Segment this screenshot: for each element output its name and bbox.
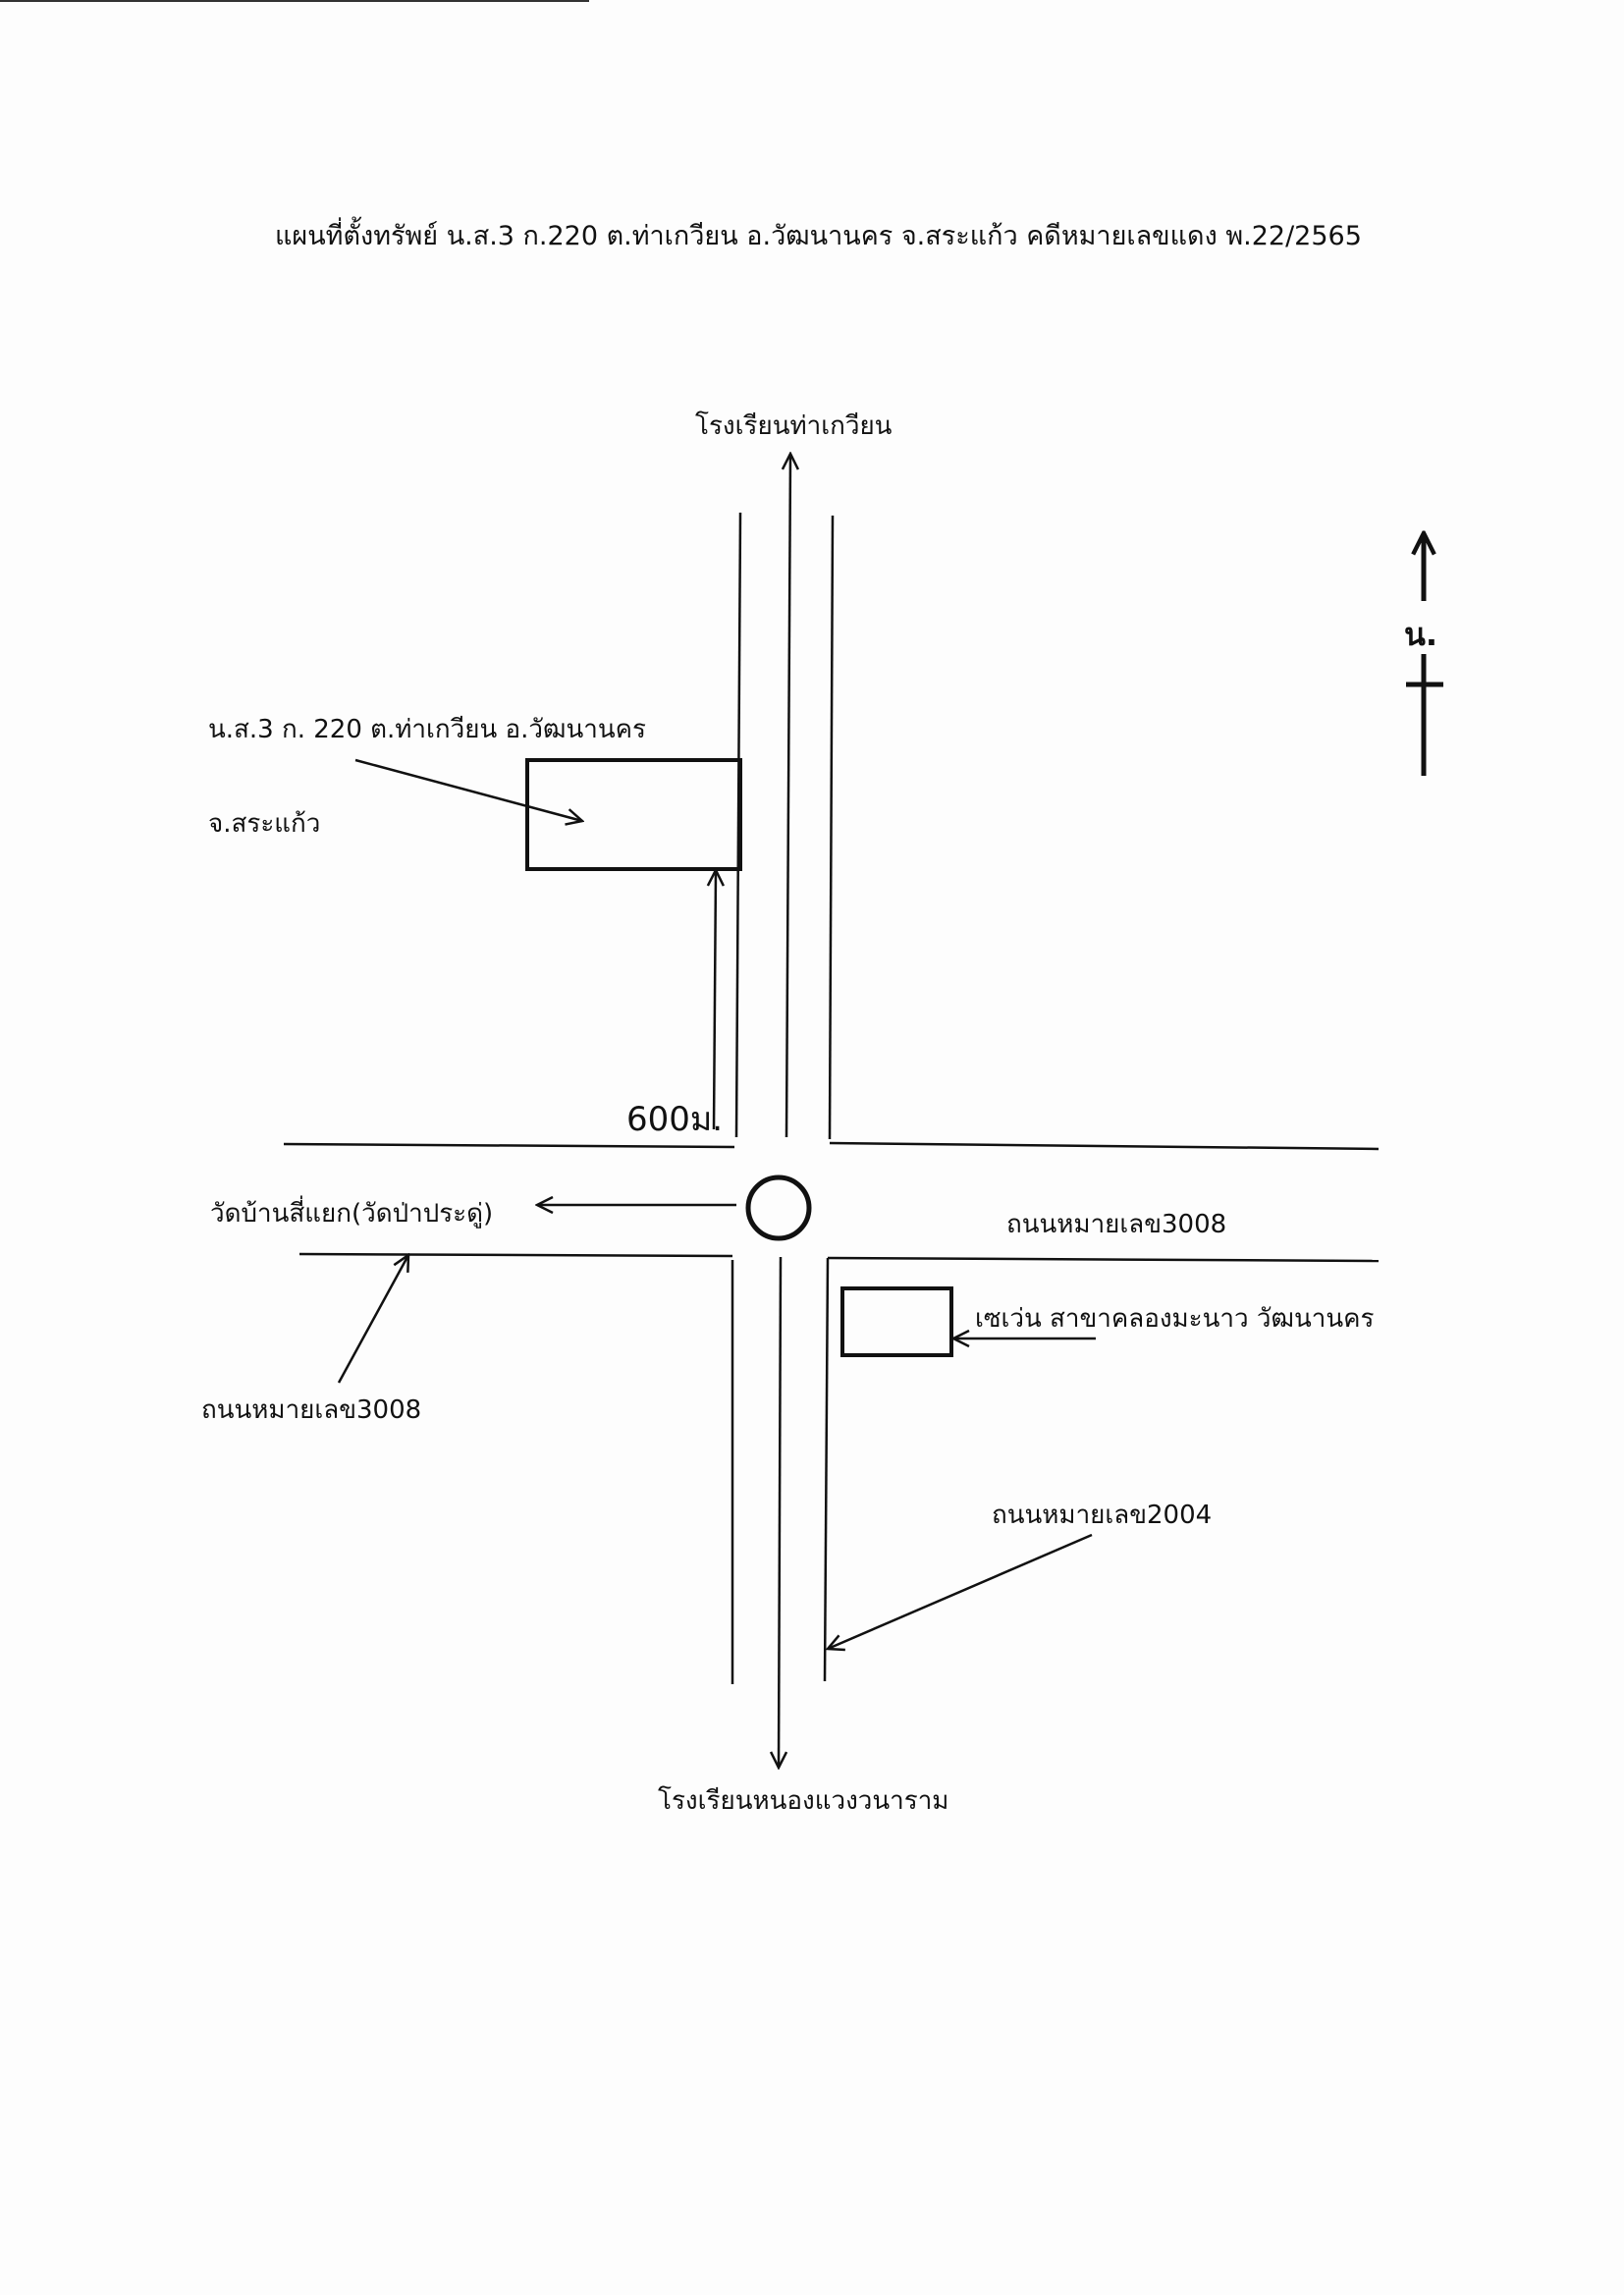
distance-arrow	[714, 870, 716, 1130]
road-east-north-edge	[829, 1141, 1380, 1151]
scan-edge	[0, 0, 589, 2]
north-indicator-label: น.	[1404, 616, 1438, 653]
road-north-east-edge	[828, 515, 835, 1140]
arrow-to-south-school	[779, 1256, 781, 1768]
road-west-south-edge	[298, 1252, 733, 1258]
north-label-gap	[1399, 601, 1448, 654]
store-label: เซเว่น สาขาคลองมะนาว วัฒนานคร	[975, 1304, 1375, 1334]
road-west-leader-arrow	[337, 1255, 408, 1384]
parcel-label-line2: จ.สระแก้ว	[208, 809, 321, 839]
road-west-north-edge	[283, 1142, 735, 1149]
parcel-label-line1: น.ส.3 ก. 220 ต.ท่าเกวียน อ.วัฒนานคร	[208, 715, 646, 744]
property-parcel	[525, 758, 742, 871]
north-destination-label: โรงเรียนท่าเกวียน	[695, 411, 893, 441]
road-east-label: ถนนหมายเลข3008	[1006, 1210, 1227, 1239]
west-destination-label: วัดบ้านสี่แยก(วัดป่าประดู่)	[210, 1199, 494, 1229]
seven-eleven-store	[840, 1286, 953, 1357]
south-destination-label: โรงเรียนหนองแวงวนาราม	[658, 1786, 949, 1816]
road-south-label: ถนนหมายเลข2004	[992, 1501, 1213, 1530]
map-title: แผนที่ตั้งทรัพย์ น.ส.3 ก.220 ต.ท่าเกวียน…	[275, 221, 1362, 251]
parcel-leader-arrow	[354, 758, 582, 821]
roundabout	[745, 1175, 812, 1241]
arrow-to-north-school	[786, 454, 790, 1138]
road-south-east-edge	[823, 1257, 830, 1682]
road-east-south-edge	[827, 1256, 1380, 1263]
road-south-leader-arrow	[828, 1533, 1093, 1649]
distance-label: 600ม.	[626, 1100, 724, 1139]
road-west-label: ถนนหมายเลข3008	[201, 1395, 422, 1425]
